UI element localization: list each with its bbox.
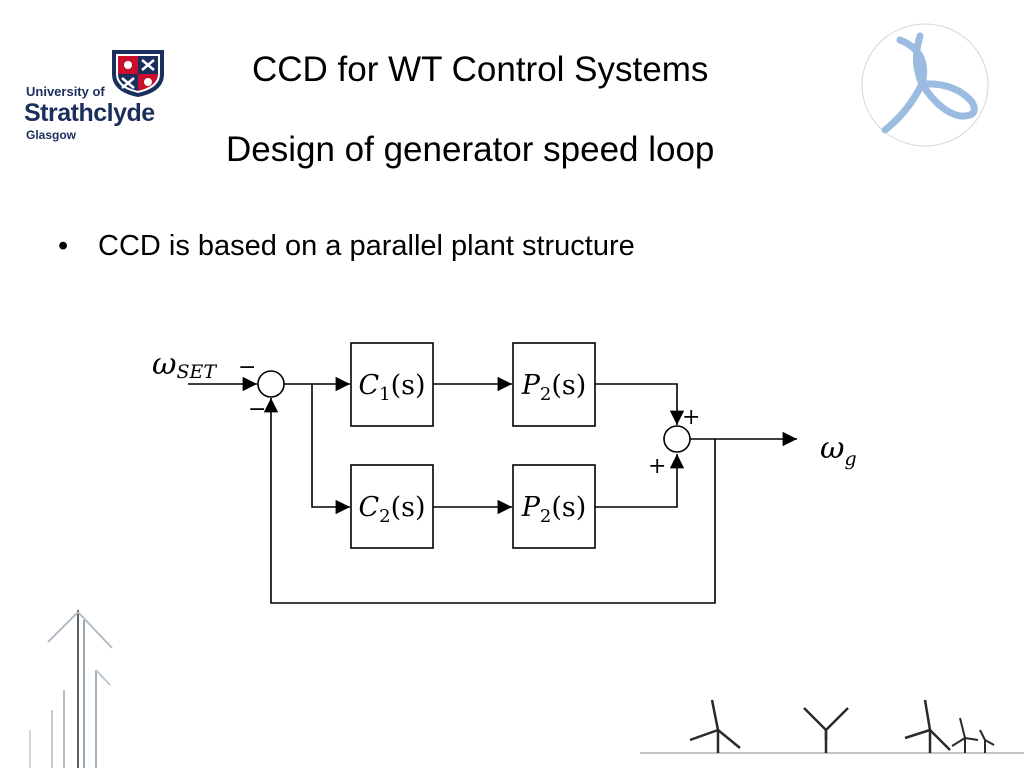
block-diagram: ωSET ωg − − + + C1(s) P2(s) C2(s) P2(s) [152, 342, 857, 604]
sign-s1-bottom: − [248, 397, 266, 422]
slide-subtitle: Design of generator speed loop [226, 130, 715, 169]
block-c1-label: C1(s) [358, 370, 425, 405]
block-c2-label: C2(s) [358, 492, 425, 527]
block-p2-bottom-label: P2(s) [521, 492, 587, 527]
bullet-text: CCD is based on a parallel plant structu… [98, 230, 635, 262]
bullet-dot: • [58, 230, 69, 262]
feedback-path [263, 398, 716, 604]
crest-icon [112, 50, 164, 97]
triskele-emblem-icon [861, 23, 989, 147]
output-label: ωg [820, 431, 857, 470]
university-logo: University of Strathclyde Glasgow [20, 48, 170, 148]
input-label: ωSET [152, 347, 217, 383]
sign-s2-bottom: + [648, 454, 666, 479]
logo-line-2: Strathclyde [24, 99, 155, 127]
bullet-item: • CCD is based on a parallel plant struct… [58, 230, 635, 263]
wind-turbines-decoration [29, 610, 1024, 768]
slide-title: CCD for WT Control Systems [252, 50, 709, 89]
summing-junction-1 [257, 370, 285, 398]
logo-line-1: University of [26, 84, 105, 99]
block-p2-top-label: P2(s) [521, 370, 587, 405]
sign-s2-top: + [682, 405, 700, 430]
sign-s1-top: − [238, 355, 256, 380]
logo-line-3: Glasgow [26, 128, 77, 142]
